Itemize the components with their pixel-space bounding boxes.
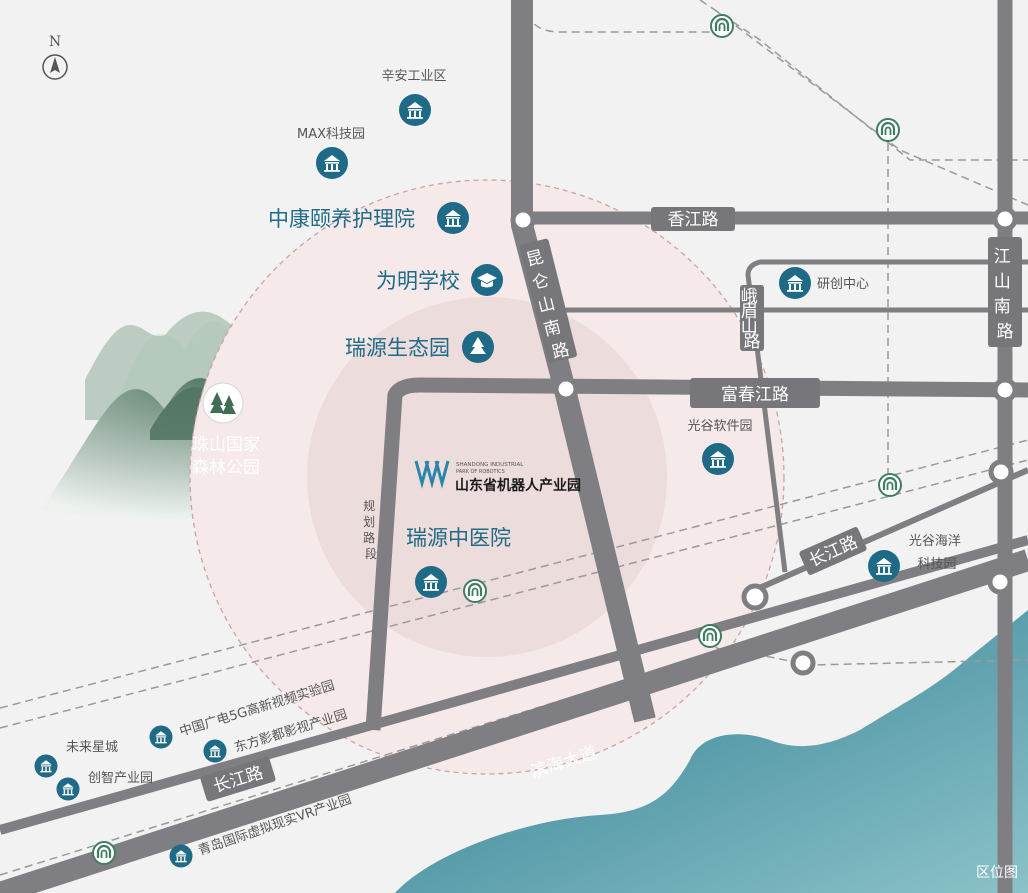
center-logo-text: 山东省机器人产业园 [455,477,581,494]
sea-area [395,610,1028,893]
compass-needle-icon [50,57,60,73]
road-emeishan-c1: 峨 [741,287,758,307]
road-kunlunshan-c1: 昆 [524,247,545,271]
building-icon [399,94,431,126]
poi-ruiyuan-tcm[interactable]: 瑞源中医院 [406,526,511,598]
road-kunlunshan-text: 昆 仑 山 南 路 [524,246,574,364]
road-planned-text: 规 划 路 段 [363,498,379,561]
poi-ruiyuan-tcm-label: 瑞源中医院 [406,526,511,550]
poi-max[interactable]: MAX科技园 [297,127,365,179]
map-caption: 区位图 [976,865,1018,881]
center-logo-en-1: SHANDONG INDUSTRIAL [456,462,524,468]
building-icon [415,566,447,598]
poi-zhushan-line2: 森林公园 [192,458,260,478]
road-label-jiangshan: 江 山 南 路 [988,237,1022,347]
building-icon [316,147,348,179]
building-icon [34,754,58,778]
road-emeishan-c2: 眉 [741,302,758,322]
poi-guanggu-ocean-label: 光谷海洋 科技园 [909,534,965,572]
metro-station-icon [462,578,488,604]
building-icon [702,443,734,475]
road-planned-c4: 段 [365,546,377,561]
road-kunlunshan-c5: 路 [550,340,571,364]
school-cap-icon [471,264,503,296]
road-label-xiangjiang: 香江路 [651,207,735,231]
road-xiangjiang-text: 香江路 [668,210,719,230]
poi-max-label: MAX科技园 [297,127,365,142]
road-labels: 昆 仑 山 南 路 香江路 江 山 南 路 峨 眉 山 [200,207,1022,802]
road-fuchunjiang-text: 富春江路 [721,385,789,405]
poi-yanchuang-label: 研创中心 [817,277,869,292]
road-emeishan-c3: 山 [741,317,758,337]
road-planned-c1: 规 [363,498,375,513]
poi-xinan[interactable]: 辛安工业区 [381,69,447,126]
poi-guanggu-soft[interactable]: 光谷软件园 [687,419,753,475]
building-icon [169,844,193,868]
poi-zhongkang-label: 中康颐养护理院 [268,207,415,231]
road-planned-c3: 路 [363,530,375,545]
road-jiangshan-c4: 路 [997,322,1014,342]
poi-chuangzhi[interactable]: 创智产业园 [56,771,153,801]
road-jiangshan-c3: 南 [994,297,1011,317]
road-jiangshan-c1: 江 [994,247,1011,267]
robot-park-logo-icon [414,460,450,489]
poi-zhushan[interactable]: 珠山国家森林公园 [192,382,260,478]
poi-ruiyuan-eco[interactable]: 瑞源生态园 [345,331,494,363]
poi-zhushan-line1: 珠山国家 [192,435,260,455]
poi-guanggu-ocean-line1: 光谷海洋 [909,534,961,549]
poi-chuangzhi-label: 创智产业园 [88,771,153,786]
building-icon [437,202,469,234]
poi-guanggu-ocean-line2: 科技园 [917,557,956,572]
poi-yanchuang[interactable]: 研创中心 [779,267,869,299]
road-jiangshan-text: 江 山 南 路 [994,247,1016,342]
building-icon [868,550,900,582]
building-icon [203,739,227,763]
road-emeishan-c4: 路 [744,332,761,352]
road-jiangshan-c2: 山 [994,272,1011,292]
center-park-logo[interactable]: SHANDONG INDUSTRIAL PARK OF ROBOTICS 山东省… [414,460,581,494]
road-label-kunlunshan: 昆 仑 山 南 路 [519,238,577,364]
poi-zhushan-label: 珠山国家森林公园 [192,435,260,478]
poi-zhongkang[interactable]: 中康颐养护理院 [268,202,469,234]
compass-letter: N [49,34,61,50]
poi-guanggu-soft-label: 光谷软件园 [687,419,752,434]
road-label-fuchunjiang: 富春江路 [690,378,820,408]
road-label-emeishan: 峨 眉 山 路 [740,285,764,352]
building-icon [56,777,80,801]
road-kunlunshan-c2: 仑 [530,270,551,294]
metro-station-icon [697,623,723,649]
metro-station-icon [709,13,735,39]
road-emeishan-text: 峨 眉 山 路 [741,287,763,352]
poi-weilai-label: 未来星城 [66,740,118,755]
poi-weilai[interactable]: 未来星城 [34,740,118,778]
road-intersections [510,206,1018,676]
poi-weiming[interactable]: 为明学校 [376,264,503,296]
compass: N [42,34,68,80]
poi-ruiyuan-eco-label: 瑞源生态园 [345,336,450,360]
compass-icon [42,54,68,80]
metro-station-icon [875,117,901,143]
poi-guanggu-ocean[interactable]: 光谷海洋 科技园 [868,534,965,582]
metro-station-icon [877,472,903,498]
tree-icon [462,331,494,363]
metro-station-icon [91,840,117,866]
road-planned-c2: 划 [363,515,375,529]
road-kunlunshan-c4: 南 [542,317,563,341]
poi-xinan-label: 辛安工业区 [381,69,446,84]
building-icon [149,725,173,749]
road-kunlunshan-c3: 山 [536,294,557,318]
building-icon [779,267,811,299]
forest-icon [202,382,244,424]
poi-weiming-label: 为明学校 [376,269,460,293]
center-logo-en-2: PARK OF ROBOTICS [456,469,505,475]
road-label-planned: 规 划 路 段 [363,498,379,561]
